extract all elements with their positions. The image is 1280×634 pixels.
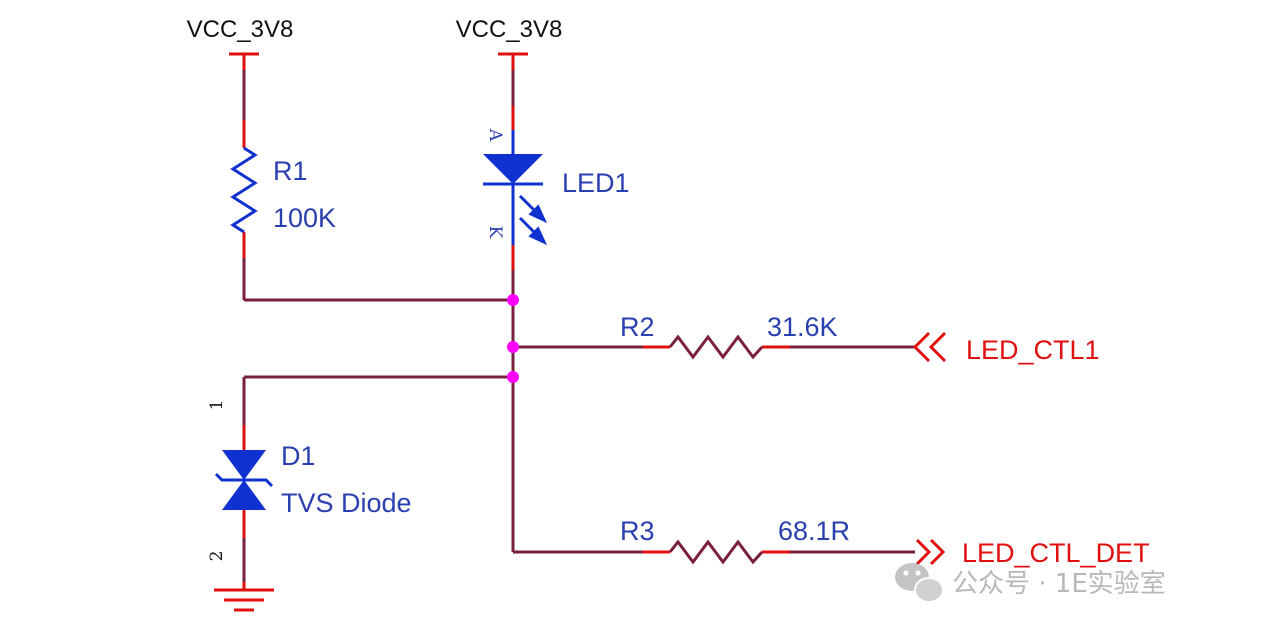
- r3-value: 68.1R: [778, 516, 850, 546]
- tvs-diode-d1: 1 2 D1 TVS Diode: [207, 400, 412, 562]
- net-port-ctl-det: [915, 538, 946, 566]
- r2-value: 31.6K: [767, 312, 838, 342]
- r3-symbol: [668, 539, 764, 565]
- power-port-left: VCC_3V8: [187, 16, 294, 70]
- led1-pin-cathode: K: [485, 226, 505, 239]
- led1-triangle: [483, 154, 543, 184]
- watermark: 公众号 · 1E实验室: [895, 563, 1166, 603]
- net-label-ctl-det: LED_CTL_DET: [962, 538, 1150, 568]
- led1-pin-anode: A: [485, 128, 505, 142]
- d1-pin2: 2: [207, 551, 227, 562]
- ground-symbol: [214, 582, 274, 612]
- resistor-r1: R1 100K: [230, 120, 336, 258]
- junction-dot: [507, 341, 519, 353]
- power-port-right: VCC_3V8: [456, 16, 563, 70]
- r2-symbol: [668, 334, 764, 360]
- r1-designator: R1: [273, 156, 308, 186]
- net-port-ctl1: [912, 331, 947, 363]
- resistor-r2: R2 31.6K: [620, 312, 838, 360]
- led1-designator: LED1: [562, 168, 630, 198]
- d1-value: TVS Diode: [281, 488, 412, 518]
- watermark-text: 公众号 · 1E实验室: [952, 569, 1166, 599]
- r1-value: 100K: [273, 203, 336, 233]
- r3-designator: R3: [620, 516, 655, 546]
- d1-designator: D1: [281, 441, 316, 471]
- power-label-left: VCC_3V8: [187, 16, 294, 43]
- r2-designator: R2: [620, 312, 655, 342]
- led1-emission-arrows: [518, 194, 548, 246]
- r1-symbol: [230, 146, 258, 234]
- wires: [242, 70, 915, 582]
- junction-dot: [507, 294, 519, 306]
- d1-bar: [214, 472, 274, 488]
- junction-dot: [507, 371, 519, 383]
- d1-triangle-top: [222, 450, 266, 480]
- junctions: [507, 294, 519, 383]
- d1-pin1: 1: [207, 400, 227, 411]
- wechat-icon: [895, 563, 944, 603]
- d1-triangle-bottom: [222, 480, 266, 510]
- led-led1: A K LED1: [483, 106, 630, 270]
- resistor-r3: R3 68.1R: [620, 516, 850, 565]
- power-label-right: VCC_3V8: [456, 16, 563, 43]
- net-label-ctl1: LED_CTL1: [966, 335, 1100, 365]
